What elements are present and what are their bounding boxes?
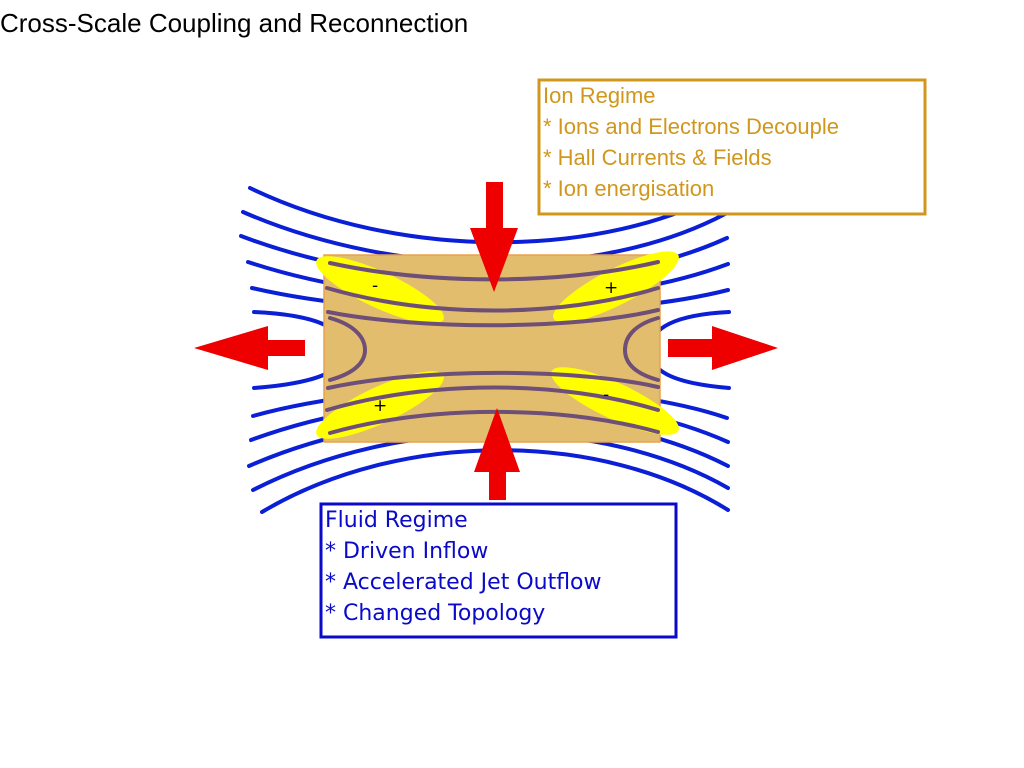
ion-regime-item: * Ions and Electrons Decouple [543, 114, 839, 139]
fluid-regime-item: * Accelerated Jet Outflow [325, 570, 602, 595]
current-sheet-bottom-left [316, 371, 444, 439]
ion-regime-text: Ion Regime * Ions and Electrons Decouple… [543, 80, 839, 204]
fluid-regime-item: * Driven Inflow [325, 539, 489, 564]
sign-top-right: + [604, 278, 618, 298]
arrow-up-icon [474, 408, 520, 500]
ion-regime-item: * Hall Currents & Fields [543, 145, 772, 170]
fluid-regime-box [319, 502, 678, 639]
fluid-regime-heading: Fluid Regime [325, 508, 468, 533]
arrow-down-icon [470, 182, 518, 292]
sign-bottom-left: + [373, 396, 387, 416]
ion-regime-heading: Ion Regime [543, 83, 656, 108]
ion-regime-box [537, 78, 927, 216]
fluid-regime-text: Fluid Regime * Driven Inflow * Accelerat… [325, 505, 602, 629]
sign-bottom-right: - [603, 385, 609, 405]
fluid-regime-item: * Changed Topology [325, 601, 546, 626]
arrow-left-icon [194, 326, 305, 370]
inner-field-lines [325, 260, 660, 435]
ion-regime-item: * Ion energisation [543, 176, 715, 201]
slide-title: Cross-Scale Coupling and Reconnection [0, 8, 469, 38]
sign-top-left: - [372, 276, 378, 296]
arrow-right-icon [668, 326, 778, 370]
flow-arrows [194, 182, 778, 500]
